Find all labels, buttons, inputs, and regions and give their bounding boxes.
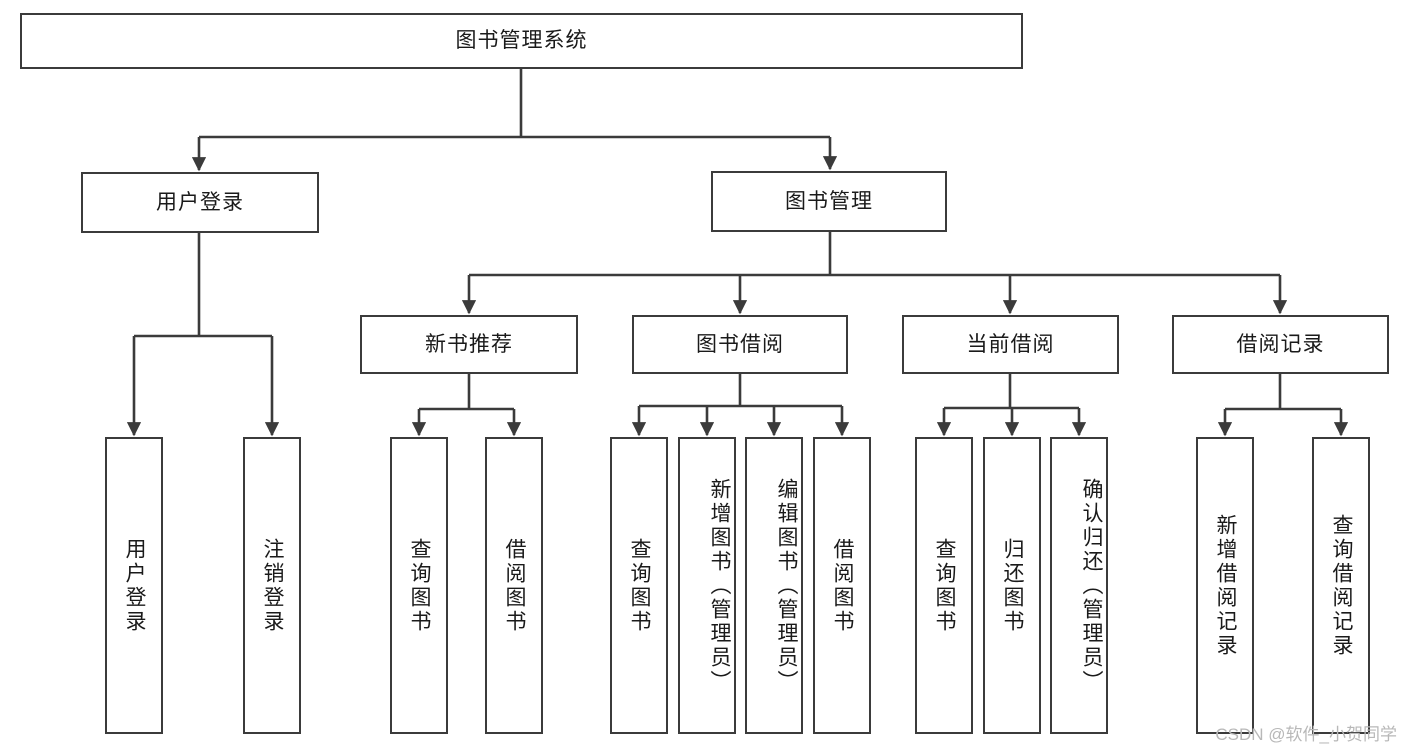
node-user-login[interactable]: 用户登录 (81, 172, 319, 233)
node-leaf-query-book-2-label: 查询图书 (628, 537, 651, 634)
node-user-login-label: 用户登录 (156, 190, 244, 214)
node-book-manage[interactable]: 图书管理 (711, 171, 947, 232)
node-leaf-edit-book-label: 编辑图书（管理员） (775, 477, 798, 694)
node-leaf-query-record[interactable]: 查询借阅记录 (1312, 437, 1370, 734)
node-book-borrow-label: 图书借阅 (696, 332, 784, 356)
node-leaf-add-record[interactable]: 新增借阅记录 (1196, 437, 1254, 734)
node-root-label: 图书管理系统 (455, 29, 588, 53)
node-leaf-confirm-return[interactable]: 确认归还（管理员） (1050, 437, 1108, 734)
node-leaf-borrow-book-1[interactable]: 借阅图书 (485, 437, 543, 734)
node-new-book-rec[interactable]: 新书推荐 (360, 315, 578, 374)
node-leaf-query-record-label: 查询借阅记录 (1330, 513, 1353, 658)
node-leaf-borrow-book-2[interactable]: 借阅图书 (813, 437, 871, 734)
node-leaf-logout-label: 注销登录 (261, 537, 284, 634)
node-root[interactable]: 图书管理系统 (20, 13, 1023, 69)
node-leaf-query-book-2[interactable]: 查询图书 (610, 437, 668, 734)
node-borrow-record-label: 借阅记录 (1236, 332, 1325, 356)
node-leaf-confirm-return-label: 确认归还（管理员） (1080, 477, 1103, 694)
node-leaf-add-book[interactable]: 新增图书（管理员） (678, 437, 736, 734)
node-leaf-query-book-1[interactable]: 查询图书 (390, 437, 448, 734)
node-leaf-return-book-label: 归还图书 (1001, 537, 1024, 634)
node-leaf-add-book-label: 新增图书（管理员） (708, 477, 731, 694)
node-current-borrow[interactable]: 当前借阅 (902, 315, 1119, 374)
node-new-book-rec-label: 新书推荐 (425, 332, 513, 356)
node-leaf-user-login[interactable]: 用户登录 (105, 437, 163, 734)
node-leaf-query-book-3[interactable]: 查询图书 (915, 437, 973, 734)
node-current-borrow-label: 当前借阅 (966, 332, 1055, 356)
node-leaf-borrow-book-1-label: 借阅图书 (503, 537, 526, 634)
watermark: CSDN @软件_小贺同学 (1215, 725, 1397, 744)
node-book-borrow[interactable]: 图书借阅 (632, 315, 848, 374)
node-book-manage-label: 图书管理 (785, 189, 873, 213)
node-borrow-record[interactable]: 借阅记录 (1172, 315, 1389, 374)
node-leaf-logout[interactable]: 注销登录 (243, 437, 301, 734)
node-leaf-user-login-label: 用户登录 (123, 537, 146, 634)
node-leaf-edit-book[interactable]: 编辑图书（管理员） (745, 437, 803, 734)
node-leaf-return-book[interactable]: 归还图书 (983, 437, 1041, 734)
node-leaf-borrow-book-2-label: 借阅图书 (831, 537, 854, 634)
node-leaf-query-book-3-label: 查询图书 (933, 537, 956, 634)
node-leaf-add-record-label: 新增借阅记录 (1214, 513, 1237, 658)
node-leaf-query-book-1-label: 查询图书 (408, 537, 431, 634)
